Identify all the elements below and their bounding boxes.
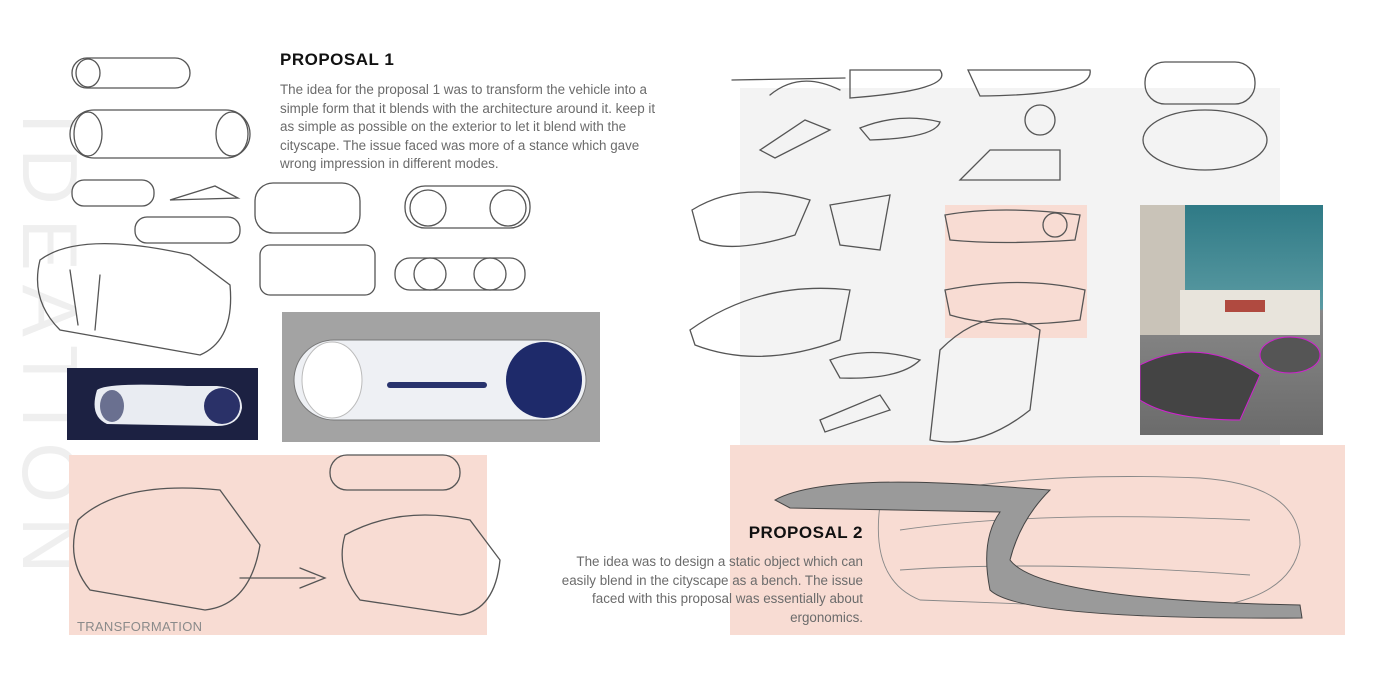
gray-render	[282, 312, 600, 442]
transformation-panel	[69, 455, 487, 635]
cityscape-photo	[1139, 205, 1323, 435]
proposal2-title: PROPOSAL 2	[748, 523, 863, 542]
transformation-label: TRANSFORMATION	[77, 619, 203, 634]
pink-highlight-small	[945, 205, 1087, 338]
proposal2-description: The idea was to design a static object w…	[561, 554, 863, 625]
proposal1-title: PROPOSAL 1	[280, 50, 395, 69]
navy-render	[67, 368, 258, 440]
proposal1-description: The idea for the proposal 1 was to trans…	[280, 82, 656, 172]
